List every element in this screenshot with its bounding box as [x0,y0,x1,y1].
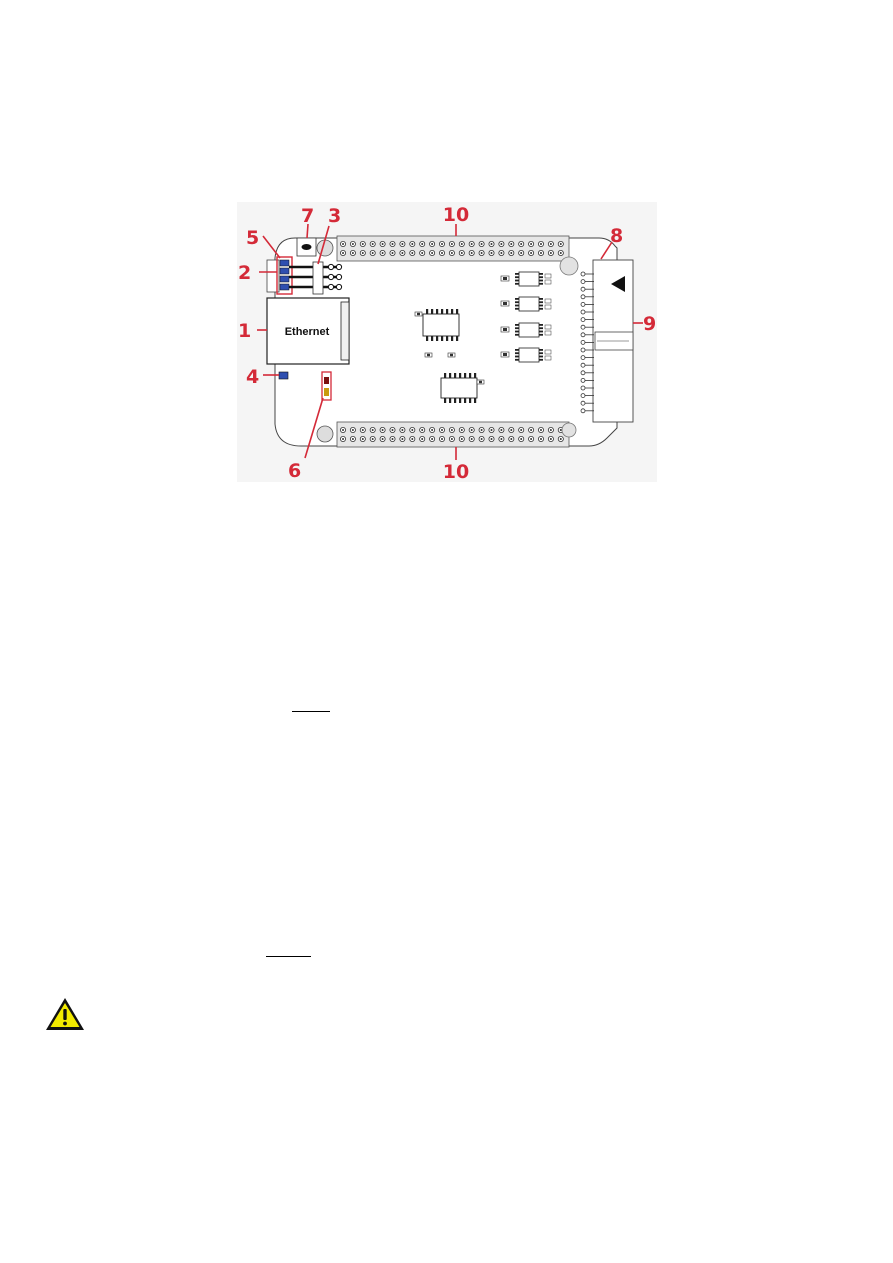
connector-pin [580,385,586,391]
connector-pin [580,279,586,284]
callout-1: 1 [238,320,251,342]
callout-5: 5 [246,227,259,249]
smd-component [447,352,456,358]
callout-leaders [257,223,643,460]
ic-chip [440,373,478,403]
connector-pin [580,400,586,406]
connector-pin [580,347,586,353]
driver-ic [518,347,540,363]
warning-triangle-icon [46,998,84,1030]
connector-pin [580,332,586,338]
connector-pin [580,339,586,345]
callout-3: 3 [328,205,341,227]
connector-pin [580,408,586,414]
connector-pin [580,362,586,368]
bottom-header [336,421,570,448]
driver-ic [518,271,540,287]
smd-component [476,379,485,385]
mounting-hole [559,256,579,276]
ethernet-label: Ethernet [285,326,330,338]
status-led [278,371,289,380]
board-diagram: Ethernet [237,202,657,482]
ic-chip [422,309,460,341]
connector-pin [580,370,586,376]
ethernet-connector: Ethernet [266,297,350,365]
callout-6: 6 [288,460,301,482]
callout-4: 4 [246,366,259,388]
connector-pin [580,294,586,300]
io-connector [580,259,634,423]
mounting-hole [316,425,334,443]
text-underline [292,711,330,712]
power-led-pair [321,371,332,401]
callout-8: 8 [610,225,623,247]
connector-pin [580,309,586,315]
led-group-highlight [276,256,293,295]
connector-pin [580,377,586,383]
callout-7: 7 [301,205,314,227]
connector-pin [580,355,586,361]
top-header [336,235,570,262]
connector-pin [580,317,586,322]
connector-pin [580,271,586,277]
connector-pin [580,393,586,399]
smd-component [414,311,423,317]
callout-10-bottom: 10 [443,461,469,482]
driver-ic-column [500,271,552,363]
callout-2: 2 [238,262,251,284]
mounting-hole [561,422,577,438]
callout-9: 9 [643,313,656,335]
connector-pin [580,324,586,330]
jumper-block [289,261,343,295]
led-group [279,259,290,291]
smd-component [424,352,433,358]
side-connector [266,259,280,293]
callout-10-top: 10 [443,204,469,226]
connector-pin [580,286,586,292]
reset-button [296,237,317,257]
driver-ic [518,296,540,312]
driver-ic [518,322,540,338]
text-underline [266,956,311,957]
connector-pin [580,302,586,307]
